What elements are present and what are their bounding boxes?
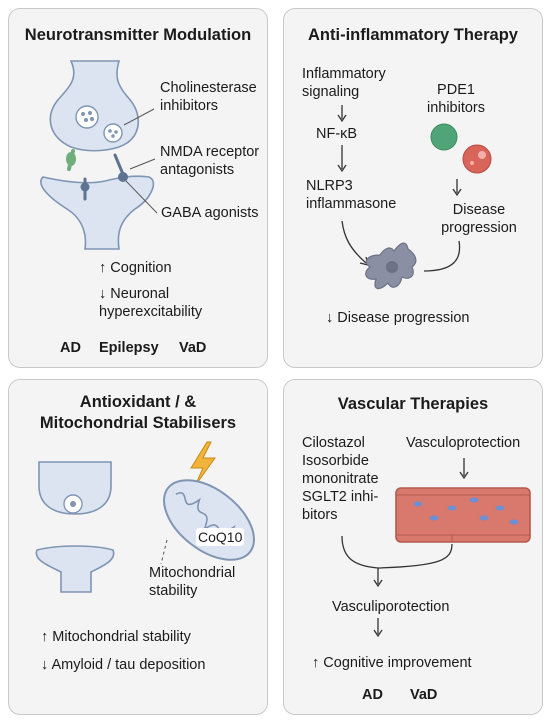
label-nfkb: NF-κB: [316, 126, 358, 142]
label-mitochondrial-stability: Mitochondrial stability: [149, 565, 236, 599]
label-inflammatory-signaling: Inflammatory signaling: [302, 66, 386, 100]
disease-vad: VaD: [410, 687, 438, 703]
panel-title-line2: Mitochondrial Stabilisers: [39, 414, 237, 432]
inflammation-illustration: [337, 105, 492, 290]
receptor: [113, 153, 128, 182]
label-nlrp3: NLRP3 inflammasone: [306, 178, 397, 212]
effect-cognition: ↑ Cognition: [99, 260, 172, 276]
antioxidant-panel: Antioxidant / & Mitochondrial Stabiliser…: [8, 379, 268, 715]
disease-ad: AD: [60, 340, 81, 356]
effect-amyloid-tau: ↓ Amyloid / tau deposition: [41, 657, 206, 673]
label-vasculiporotection: Vasculiporotection: [332, 599, 450, 615]
effect-mitochondrial-stability: ↑ Mitochondrial stability: [41, 629, 191, 645]
panel-title-line1: Antioxidant / &: [79, 393, 197, 411]
effect-hyperexcitability: ↓ Neuronal hyperexcitability: [99, 286, 203, 320]
presynaptic-neuron: [38, 461, 112, 515]
drug-isosorbide: Isosorbide: [302, 453, 369, 469]
receptor: [80, 177, 90, 201]
disease-epilepsy: Epilepsy: [99, 340, 159, 356]
disease-vad: VaD: [179, 340, 207, 356]
outcome-disease-progression: ↓ Disease progression: [326, 310, 470, 326]
postsynaptic-neuron: [40, 175, 155, 250]
mitochondrion: [163, 479, 255, 561]
label-disease-progression: Disease progression: [441, 202, 517, 236]
label-nmda: NMDA receptor antagonists: [160, 144, 260, 178]
drug-sglt2-cont: bitors: [302, 507, 338, 523]
label-cholinesterase: Cholinesterase inhibitors: [160, 80, 257, 114]
vessel-illustration: [341, 458, 531, 638]
green-cell: [430, 123, 458, 151]
label-gaba: GABA agonists: [161, 205, 259, 221]
blood-vessel: [395, 487, 531, 543]
panel-title: Neurotransmitter Modulation: [24, 26, 252, 44]
drug-mononitrate: mononitrate: [302, 471, 379, 487]
synapse-illustration: [40, 60, 158, 250]
panel-title: Anti-inflammatory Therapy: [308, 26, 518, 44]
vesicle: [103, 123, 123, 143]
label-vasculoprotection: Vasculoprotection: [406, 435, 521, 451]
label-coq10: CoQ10: [196, 528, 245, 546]
presynaptic-neuron: [49, 60, 139, 152]
panel-title: Vascular Therapies: [337, 395, 489, 413]
vascular-panel: Vascular Therapies Cilostazol Isosorbide…: [283, 379, 543, 715]
green-receptor: [66, 149, 76, 171]
effect-cognitive-improvement: ↑ Cognitive improvement: [312, 655, 472, 671]
drug-cilostazol: Cilostazol: [302, 435, 365, 451]
red-blood-cell: [413, 501, 423, 507]
lightning-bolt-icon: [190, 441, 216, 487]
anti-inflammatory-panel: Anti-inflammatory Therapy Inflammatory s…: [283, 8, 543, 368]
drug-sglt2: SGLT2 inhi-: [302, 489, 379, 505]
disease-ad: AD: [362, 687, 383, 703]
label-pde1: PDE1 inhibitors: [426, 82, 486, 116]
neurotransmitter-panel: Neurotransmitter Modulation Cholineste: [8, 8, 268, 368]
vesicle: [75, 105, 99, 129]
red-cell: [462, 144, 492, 174]
postsynaptic-neuron: [35, 545, 115, 593]
